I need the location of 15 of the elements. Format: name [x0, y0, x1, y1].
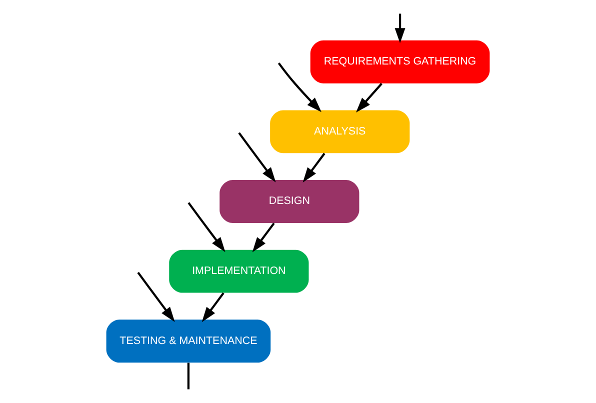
arrow: [278, 62, 322, 112]
arrow: [394, 14, 406, 44]
arrow: [252, 222, 275, 252]
node-box: DESIGN: [220, 180, 360, 223]
arrow: [202, 292, 224, 322]
node-box: ANALYSIS: [270, 110, 410, 154]
arrow: [302, 152, 326, 182]
arrow: [188, 202, 226, 252]
arrow: [356, 82, 382, 112]
connector: [187, 362, 190, 390]
node-box: REQUIREMENTS GATHERING: [310, 40, 490, 84]
node-box: TESTING & MAINTENANCE: [106, 320, 271, 363]
node-box: IMPLEMENTATION: [169, 250, 309, 293]
arrow: [238, 132, 276, 182]
arrow: [137, 272, 175, 322]
